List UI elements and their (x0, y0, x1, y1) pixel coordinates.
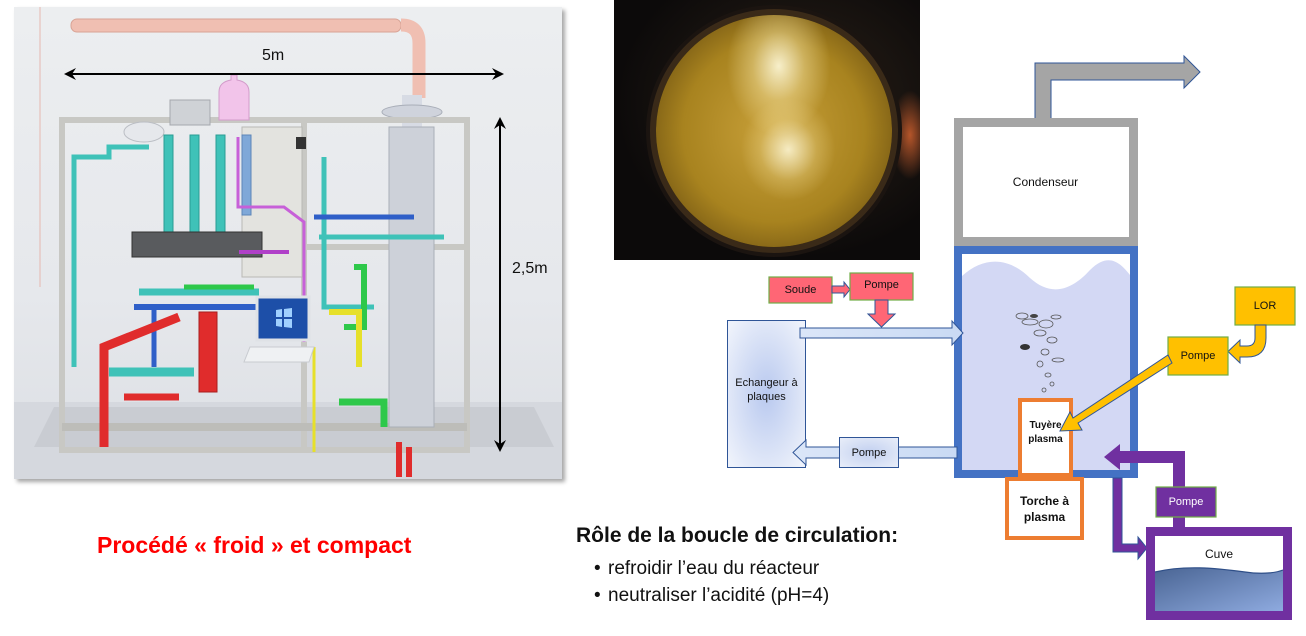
plasma-porthole-photo (614, 0, 920, 260)
lor-pump-label-text: Pompe (1180, 350, 1216, 362)
loop-pump-label: Pompe (839, 437, 899, 468)
lor-pump-box (1167, 336, 1229, 376)
condenser-box (954, 118, 1138, 246)
nozzle-label-line1: Tuyère (1029, 420, 1062, 431)
tank-water (1155, 567, 1283, 611)
loop-pump-label-text: Pompe (851, 446, 887, 459)
torch-label: Torche à plasma (1007, 479, 1082, 538)
tank-to-reactor-arrow (1104, 444, 1185, 470)
soda-pump-label-text: Pompe (864, 279, 899, 291)
tank-label-text: Cuve (1204, 547, 1233, 561)
bubbles-icon (1015, 312, 1065, 393)
soda-pump-box (849, 272, 914, 301)
lor-pump-label: Pompe (1168, 337, 1228, 375)
soda-label: Soude (769, 277, 832, 303)
tank-pump-label: Pompe (1156, 487, 1216, 517)
exchanger-label-line2: plaques (747, 391, 786, 403)
nozzle-label-line2: plasma (1028, 434, 1063, 445)
exchanger-label-line1: Echangeur à (735, 377, 798, 389)
condenser-label-text: Condenseur (1012, 175, 1079, 189)
loop-pump-box (839, 437, 899, 468)
soda-to-pump-arrow (831, 280, 851, 299)
unit-render-image: 5m 2,5m (14, 7, 562, 479)
condenser-label: Condenseur (958, 122, 1133, 242)
lor-injection-arrow (1059, 354, 1173, 432)
soda-pump-label: Pompe (850, 273, 913, 297)
bullet-icon: • (594, 558, 601, 579)
exhaust-arrow (1034, 54, 1201, 121)
unit-render-illustration (14, 7, 562, 479)
lor-to-pump-arrow (1227, 324, 1267, 365)
porthole-window (656, 15, 892, 247)
width-dimension-label: 5m (262, 47, 285, 64)
bullet-icon: • (594, 585, 601, 606)
photo-glow (890, 90, 920, 180)
soda-label-text: Soude (784, 284, 817, 296)
tank-pump-label-text: Pompe (1168, 496, 1204, 508)
torch-box (1005, 477, 1084, 540)
height-dimension-label: 2,5m (512, 260, 548, 277)
soda-injection-arrow (866, 299, 897, 328)
role-item-text: refroidir l’eau du réacteur (608, 558, 820, 579)
role-item-text: neutraliser l’acidité (pH=4) (608, 585, 830, 606)
torch-label-line1: Torche à (1019, 493, 1070, 508)
role-item: • neutraliser l’acidité (pH=4) (594, 582, 829, 609)
exchanger-to-reactor-arrow (799, 319, 964, 347)
lor-label-text: LOR (1253, 300, 1277, 312)
role-item: • refroidir l’eau du réacteur (594, 555, 829, 582)
role-list: • refroidir l’eau du réacteur • neutralise… (594, 555, 829, 609)
exchanger-label: Echangeur à plaques (727, 370, 806, 410)
exchanger-box (727, 320, 806, 468)
tank-loop (1104, 444, 1292, 620)
tank-label: Cuve (1155, 542, 1283, 566)
lor-label: LOR (1235, 287, 1295, 325)
nozzle-label: Tuyère plasma (1020, 418, 1071, 448)
tank-pump-box (1155, 486, 1217, 518)
role-heading: Rôle de la boucle de circulation: (576, 524, 899, 547)
nozzle-box (1018, 398, 1073, 477)
process-caption: Procédé « froid » et compact (97, 532, 412, 558)
torch-label-line2: plasma (1023, 509, 1066, 524)
reactor-to-tank-arrow (1112, 477, 1148, 561)
